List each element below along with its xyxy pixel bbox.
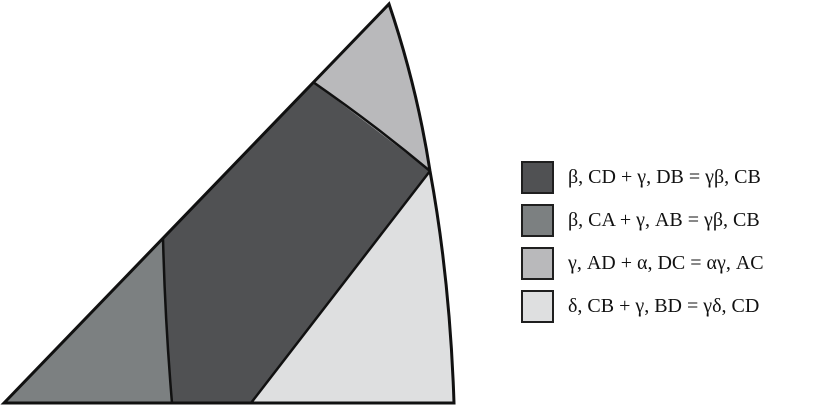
legend-swatch — [521, 161, 554, 194]
legend: β, CD + γ, DB = γβ, CB β, CA + γ, AB = γ… — [521, 156, 821, 328]
legend-item: γ, AD + α, DC = αγ, AC — [521, 242, 821, 285]
legend-label: β, CD + γ, DB = γβ, CB — [568, 166, 761, 188]
legend-label: γ, AD + α, DC = αγ, AC — [568, 252, 764, 274]
legend-item: δ, CB + γ, BD = γδ, CD — [521, 285, 821, 328]
legend-item: β, CD + γ, DB = γβ, CB — [521, 156, 821, 199]
right-region — [251, 171, 454, 403]
legend-swatch — [521, 247, 554, 280]
boundary-band-left — [161, 237, 174, 404]
legend-label: δ, CB + γ, BD = γδ, CD — [568, 295, 760, 317]
legend-label: β, CA + γ, AB = γβ, CB — [568, 209, 760, 231]
legend-swatch — [521, 290, 554, 323]
legend-item: β, CA + γ, AB = γβ, CB — [521, 199, 821, 242]
boundary-top-curve — [312, 80, 431, 172]
boundary-band-right — [250, 170, 431, 404]
middle-band — [163, 82, 430, 403]
legend-swatch — [521, 204, 554, 237]
left-region — [4, 238, 172, 403]
